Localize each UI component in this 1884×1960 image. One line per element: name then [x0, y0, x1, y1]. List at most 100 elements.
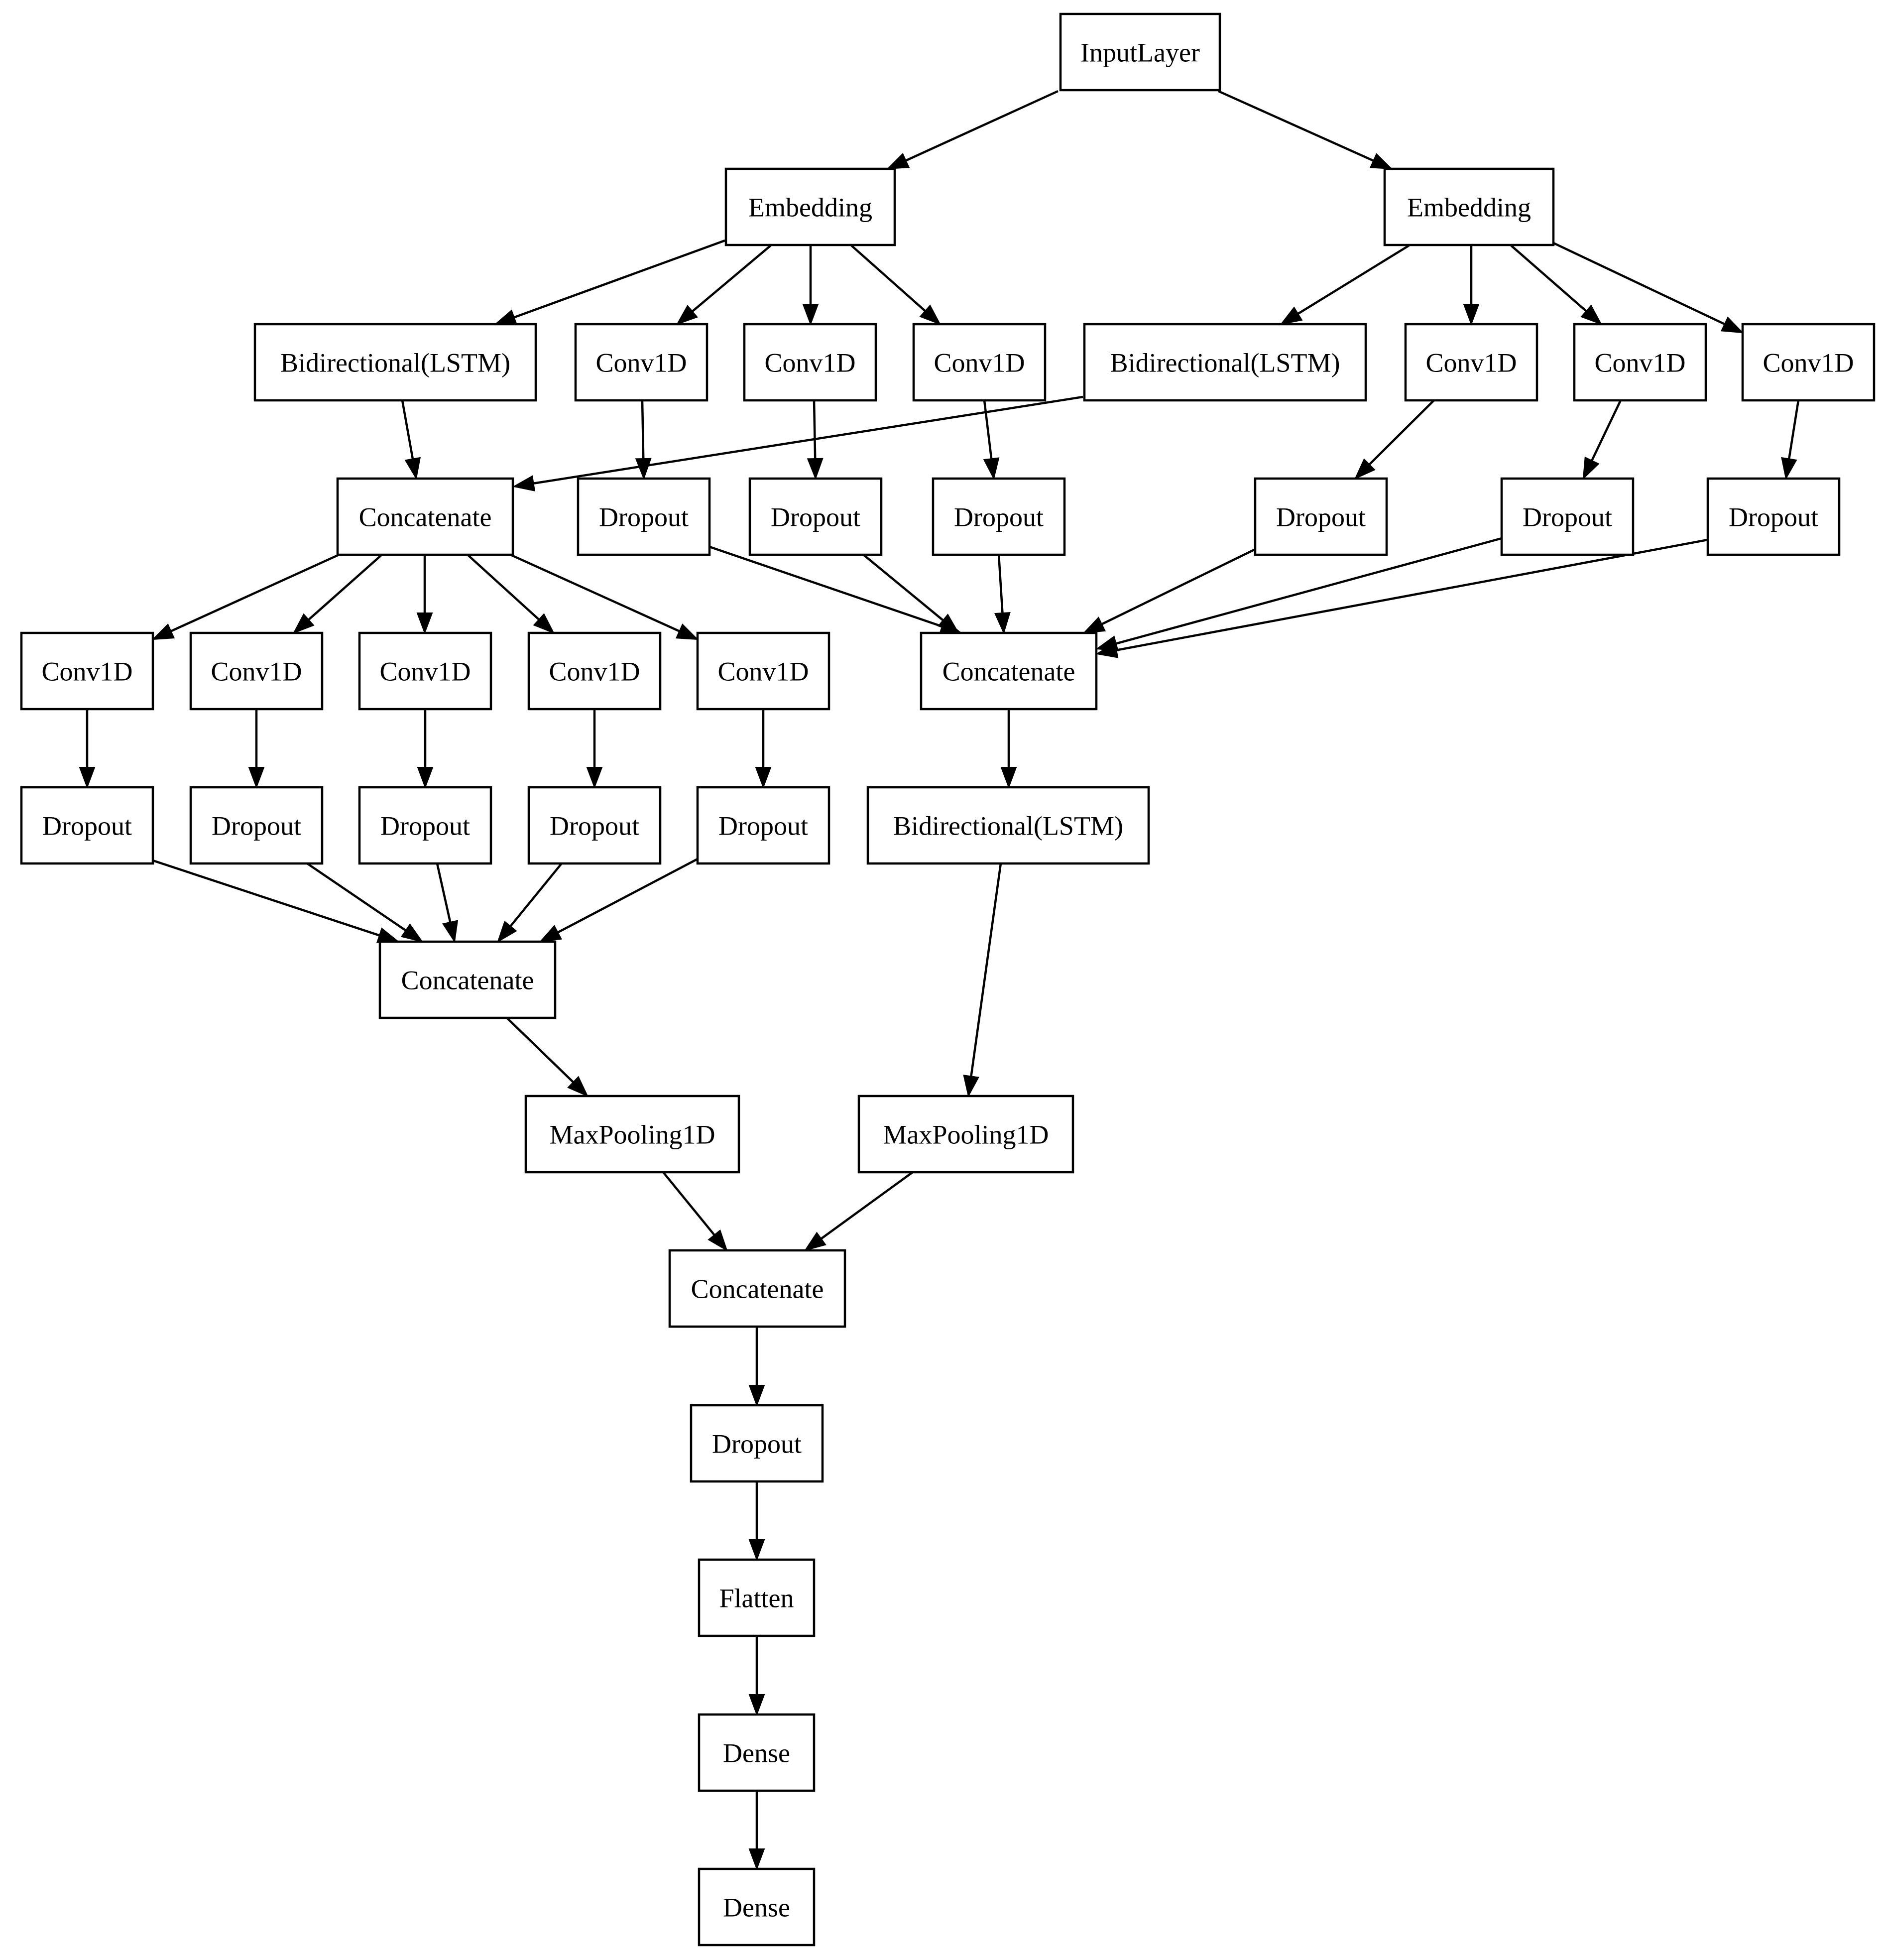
edge-arrow: [1280, 245, 1410, 325]
layer-node-bidirectional-lstm: Bidirectional(LSTM): [1083, 323, 1367, 402]
layer-node-box: [1741, 323, 1876, 402]
layer-node-dropout: Dropout: [1706, 477, 1841, 556]
arrowhead-icon: [442, 920, 459, 943]
edge-line: [509, 862, 563, 927]
edge-arrow: [983, 400, 1000, 480]
layer-node-box: [524, 1095, 740, 1174]
layer-node-label: Dropout: [599, 502, 689, 532]
edge-arrow: [709, 545, 962, 634]
edge-arrow: [1218, 90, 1393, 170]
arrowhead-icon: [151, 623, 175, 640]
layer-node-box: [1404, 323, 1538, 402]
edge-line: [1368, 399, 1435, 466]
edge-arrow: [676, 245, 772, 325]
layer-node-box: [912, 323, 1047, 402]
layer-node-conv1d: Conv1D: [574, 323, 708, 402]
layer-node-dropout: Dropout: [189, 786, 324, 865]
layer-node-label: Dropout: [1729, 502, 1818, 532]
edge-arrow: [1781, 400, 1800, 480]
layer-node-label: Bidirectional(LSTM): [280, 348, 510, 378]
edge-line: [709, 545, 942, 628]
edge-line: [813, 400, 817, 459]
layer-node-label: Conv1D: [764, 348, 855, 378]
arrowhead-icon: [1463, 304, 1480, 326]
edge-line: [436, 863, 452, 923]
layer-node-box: [1083, 323, 1367, 402]
arrowhead-icon: [676, 305, 698, 325]
layer-node-dense: Dense: [698, 1867, 816, 1947]
edge-arrow: [1082, 548, 1256, 634]
layer-node-label: Conv1D: [549, 657, 640, 687]
edge-line: [1510, 245, 1587, 312]
layer-node-label: Concatenate: [401, 966, 534, 995]
edge-line: [983, 400, 993, 459]
arrowhead-icon: [919, 304, 942, 325]
layer-node-label: Conv1D: [1763, 348, 1854, 378]
arrowhead-icon: [748, 1848, 765, 1870]
layer-node-box: [1573, 323, 1707, 402]
arrowhead-icon: [248, 767, 265, 789]
layer-node-box: [1254, 477, 1388, 556]
layer-node-box: [857, 1095, 1074, 1174]
layer-node-box: [690, 1404, 824, 1483]
layer-node-box: [668, 1249, 846, 1328]
edge-arrow: [417, 709, 434, 789]
layer-node-label: Conv1D: [1594, 348, 1685, 378]
arrowhead-icon: [376, 927, 400, 943]
edge-arrow: [509, 553, 699, 640]
edge-line: [401, 400, 414, 460]
arrowhead-icon: [886, 153, 910, 170]
layer-node-conv1d: Conv1D: [1741, 323, 1876, 402]
layer-node-label: Dropout: [42, 811, 132, 841]
layer-node-box: [358, 786, 492, 865]
edges-layer: [79, 90, 1800, 1870]
layer-node-box: [932, 477, 1066, 556]
layer-node-box: [358, 631, 492, 711]
edge-line: [1116, 538, 1708, 651]
edge-line: [152, 859, 380, 937]
layer-node-box: [698, 1713, 816, 1792]
arrowhead-icon: [586, 767, 603, 789]
edge-arrow: [1000, 709, 1017, 789]
arrowhead-icon: [539, 925, 562, 943]
layer-node-label: Dense: [723, 1893, 790, 1923]
layer-node-label: Concatenate: [691, 1274, 824, 1304]
edge-arrow: [886, 90, 1059, 170]
arrowhead-icon: [635, 458, 652, 480]
layer-node-conv1d: Conv1D: [189, 631, 324, 711]
edge-line: [170, 553, 341, 632]
layer-node-dropout: Dropout: [358, 786, 492, 865]
arrowhead-icon: [292, 613, 315, 634]
edge-line: [850, 245, 926, 312]
layer-node-concatenate: Concatenate: [378, 940, 557, 1019]
layer-node-maxpooling1d: MaxPooling1D: [524, 1095, 740, 1174]
edge-arrow: [748, 1791, 765, 1870]
layer-node-label: Dropout: [771, 502, 860, 532]
layer-node-dropout: Dropout: [20, 786, 154, 865]
layer-node-label: Conv1D: [379, 657, 471, 687]
edge-arrow: [512, 395, 1083, 491]
layer-node-box: [1706, 477, 1841, 556]
layer-node-embedding: Embedding: [724, 167, 896, 246]
edge-arrow: [850, 245, 942, 325]
edge-line: [997, 554, 1004, 613]
layer-node-inputlayer: InputLayer: [1059, 12, 1221, 92]
layer-node-concatenate: Concatenate: [336, 477, 514, 556]
arrowhead-icon: [417, 767, 434, 789]
layer-node-box: [1500, 477, 1635, 556]
arrowhead-icon: [675, 623, 699, 640]
edge-line: [1297, 245, 1410, 315]
edge-arrow: [1552, 241, 1744, 334]
layer-node-box: [1383, 167, 1555, 246]
layer-node-maxpooling1d: MaxPooling1D: [857, 1095, 1074, 1174]
edge-arrow: [748, 1636, 765, 1716]
edge-arrow: [804, 1171, 914, 1251]
layer-node-label: Dropout: [712, 1429, 802, 1459]
layer-node-label: Dropout: [718, 811, 808, 841]
edge-arrow: [1095, 538, 1708, 658]
layer-node-label: Dropout: [380, 811, 470, 841]
edge-arrow: [506, 1017, 589, 1097]
arrowhead-icon: [1000, 767, 1017, 789]
edge-line: [692, 245, 772, 312]
layer-node-label: Concatenate: [942, 657, 1075, 687]
